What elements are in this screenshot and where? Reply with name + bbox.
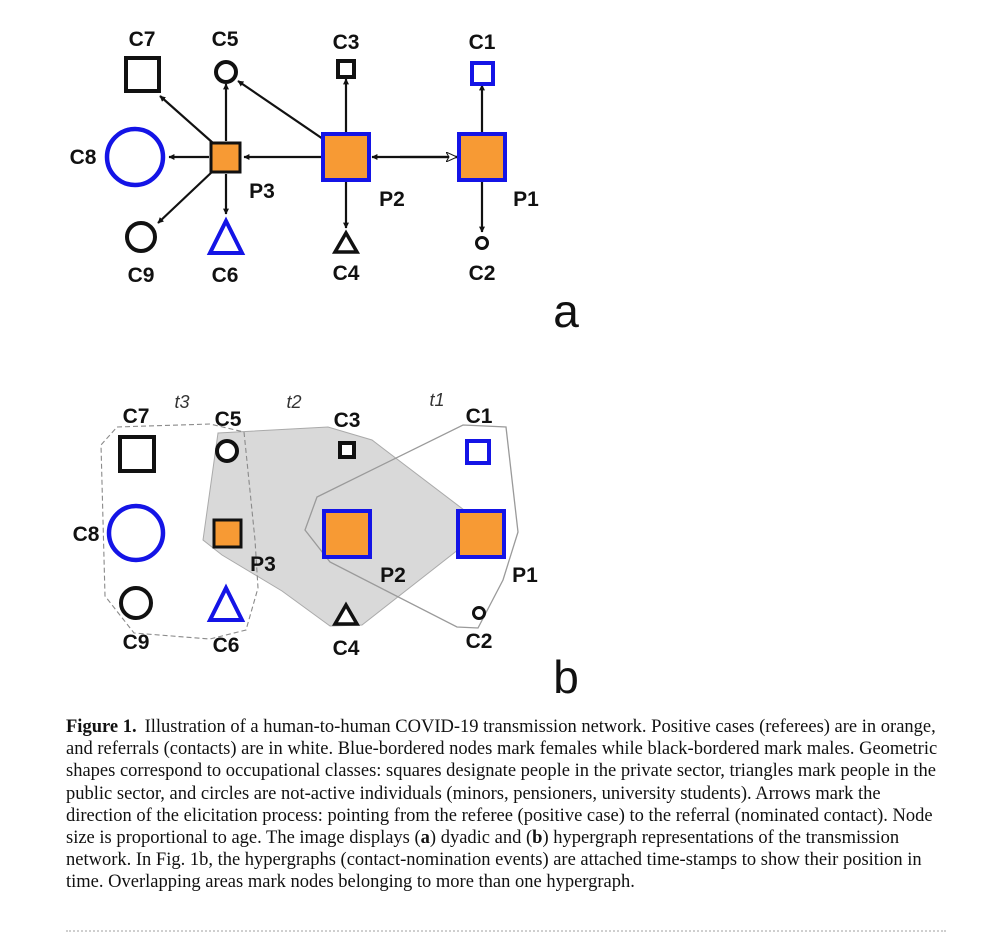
node-c2 bbox=[475, 236, 489, 250]
label-c5: C5 bbox=[212, 28, 239, 51]
label-p3: P3 bbox=[249, 180, 275, 203]
label-p2-b: P2 bbox=[380, 564, 406, 587]
time-label-t3: t3 bbox=[174, 392, 189, 412]
caption-figure-label: Figure 1. bbox=[66, 717, 137, 737]
node-c1 bbox=[470, 61, 495, 86]
edge-p3-c9 bbox=[157, 170, 214, 224]
node-c2-b bbox=[472, 606, 486, 620]
time-label-t2: t2 bbox=[286, 392, 301, 412]
caption-bold-b: b bbox=[532, 828, 543, 849]
bottom-divider bbox=[66, 930, 946, 932]
label-c2-b: C2 bbox=[466, 630, 493, 653]
label-c1: C1 bbox=[469, 31, 496, 54]
panel-label-a: a bbox=[553, 285, 579, 337]
label-p3-b: P3 bbox=[250, 553, 276, 576]
label-c5-b: C5 bbox=[215, 408, 242, 431]
node-c9 bbox=[125, 221, 157, 253]
caption-text-part-1: Illustration of a human-to-human COVID-1… bbox=[66, 717, 938, 849]
label-c8: C8 bbox=[70, 146, 97, 169]
hyperedge-t1 bbox=[304, 424, 519, 629]
label-c7-b: C7 bbox=[123, 405, 150, 428]
label-c7: C7 bbox=[129, 28, 156, 51]
node-c5-b bbox=[215, 439, 239, 463]
panel-label-b: b bbox=[553, 651, 579, 700]
node-c3 bbox=[336, 59, 356, 79]
caption-text-part-3: ) hypergraph representations of the tran… bbox=[66, 828, 922, 893]
node-c4-b bbox=[331, 601, 361, 626]
node-c8 bbox=[104, 126, 166, 188]
label-c9: C9 bbox=[128, 264, 155, 287]
label-c4: C4 bbox=[333, 262, 360, 285]
panel-a-nodes bbox=[104, 56, 507, 255]
node-c1-b bbox=[465, 439, 491, 465]
panel-b-labels: t3 t2 t1 C7 C5 C3 C1 C8 P3 P2 P1 C9 C6 C… bbox=[73, 390, 579, 700]
label-c1-b: C1 bbox=[466, 405, 493, 428]
panel-a-labels: C7 C5 C3 C1 C8 P3 P2 P1 C9 C6 C4 C2 a bbox=[70, 28, 580, 337]
figure-1-diagram: C7 C5 C3 C1 C8 P3 P2 P1 C9 C6 C4 C2 a bbox=[70, 28, 580, 700]
label-c3-b: C3 bbox=[334, 409, 361, 432]
label-p1-b: P1 bbox=[512, 564, 538, 587]
figure-caption: Figure 1.Illustration of a human-to-huma… bbox=[66, 716, 946, 894]
caption-bold-a: a bbox=[420, 828, 430, 849]
node-p1 bbox=[457, 132, 507, 182]
panel-a-edges bbox=[157, 78, 485, 233]
caption-text-part-2: ) dyadic and ( bbox=[429, 828, 533, 849]
label-c4-b: C4 bbox=[333, 637, 360, 660]
label-c6: C6 bbox=[212, 264, 239, 287]
node-p3-b bbox=[212, 518, 243, 549]
edge-p3-c7 bbox=[159, 95, 214, 144]
label-c8-b: C8 bbox=[73, 523, 100, 546]
node-p3 bbox=[209, 141, 242, 174]
node-c7 bbox=[124, 56, 161, 93]
label-c3: C3 bbox=[333, 31, 360, 54]
node-c8-b bbox=[106, 503, 166, 563]
node-c6 bbox=[206, 216, 246, 255]
node-c4 bbox=[331, 229, 361, 254]
node-c3-b bbox=[338, 441, 356, 459]
node-c7-b bbox=[118, 435, 156, 473]
node-p2-b bbox=[322, 509, 372, 559]
node-c5 bbox=[214, 60, 238, 84]
node-p1-b bbox=[456, 509, 506, 559]
label-c6-b: C6 bbox=[213, 634, 240, 657]
label-c2: C2 bbox=[469, 262, 496, 285]
time-label-t1: t1 bbox=[429, 390, 444, 410]
hyperedge-t3 bbox=[100, 423, 259, 640]
label-p1: P1 bbox=[513, 188, 539, 211]
panel-b-hypergraph: t3 t2 t1 C7 C5 C3 C1 C8 P3 P2 P1 C9 C6 C… bbox=[73, 390, 579, 700]
panel-b-nodes bbox=[106, 435, 506, 626]
edge-p2-c5 bbox=[237, 80, 324, 140]
panel-a-dyadic-network: C7 C5 C3 C1 C8 P3 P2 P1 C9 C6 C4 C2 a bbox=[70, 28, 580, 337]
node-c9-b bbox=[119, 586, 153, 620]
node-p2 bbox=[321, 132, 371, 182]
label-c9-b: C9 bbox=[123, 631, 150, 654]
node-c6-b bbox=[206, 583, 246, 622]
label-p2: P2 bbox=[379, 188, 405, 211]
